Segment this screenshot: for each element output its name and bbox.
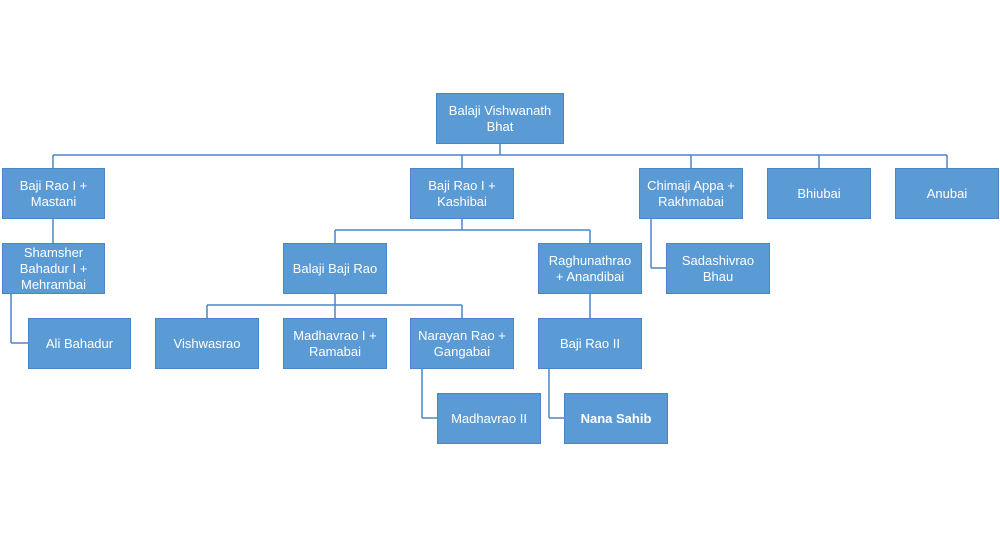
node-nana-sahib: Nana Sahib <box>564 393 668 444</box>
node-raghunathrao-anandibai: Raghunathrao + Anandibai <box>538 243 642 294</box>
node-ali-bahadur: Ali Bahadur <box>28 318 131 369</box>
node-sadashivrao-bhau: Sadashivrao Bhau <box>666 243 770 294</box>
node-baji-rao-kashibai: Baji Rao I + Kashibai <box>410 168 514 219</box>
node-madhavrao-i-ramabai: Madhavrao I + Ramabai <box>283 318 387 369</box>
node-shamsher-bahadur-mehrambai: Shamsher Bahadur I + Mehrambai <box>2 243 105 294</box>
node-bhiubai: Bhiubai <box>767 168 871 219</box>
node-balaji-baji-rao: Balaji Baji Rao <box>283 243 387 294</box>
node-madhavrao-ii: Madhavrao II <box>437 393 541 444</box>
node-baji-rao-ii: Baji Rao II <box>538 318 642 369</box>
node-anubai: Anubai <box>895 168 999 219</box>
node-vishwasrao: Vishwasrao <box>155 318 259 369</box>
node-narayan-rao-gangabai: Narayan Rao + Gangabai <box>410 318 514 369</box>
node-baji-rao-mastani: Baji Rao I + Mastani <box>2 168 105 219</box>
node-balaji-vishwanath-bhat: Balaji Vishwanath Bhat <box>436 93 564 144</box>
node-chimaji-appa-rakhmabai: Chimaji Appa + Rakhmabai <box>639 168 743 219</box>
